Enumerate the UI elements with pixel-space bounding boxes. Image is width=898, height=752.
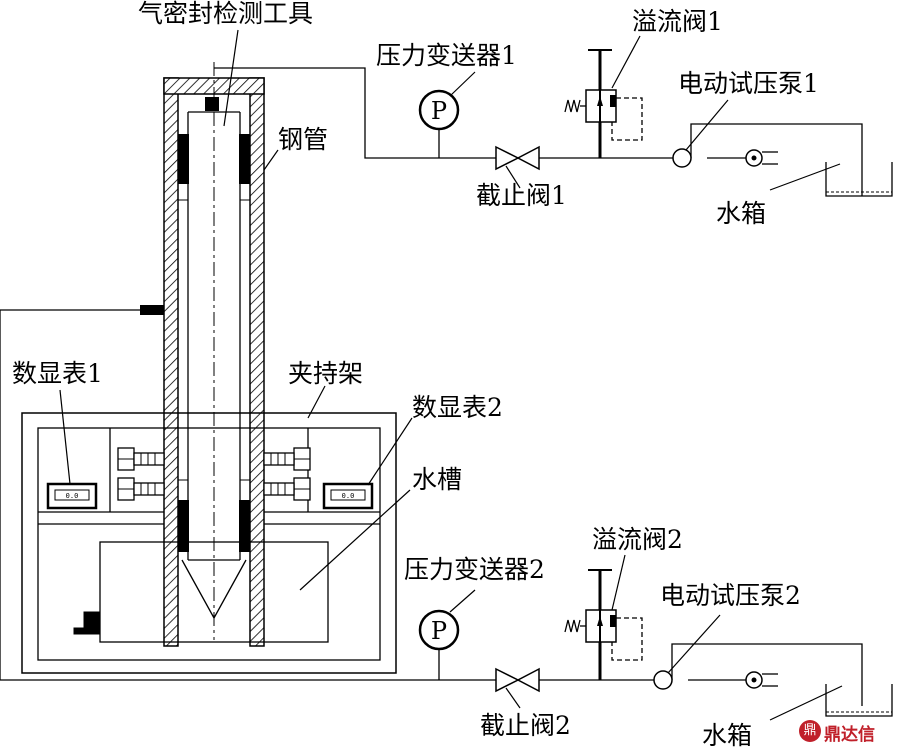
pipe-line-upper <box>214 49 863 196</box>
leader-lines <box>59 29 843 721</box>
gauge-1-symbol: P <box>431 97 447 125</box>
label-electric-pump-2: 电动试压泵2 <box>660 581 801 610</box>
watermark-text: 鼎达信 <box>824 725 875 745</box>
water-tank-1 <box>825 162 893 197</box>
electric-pump-2 <box>653 670 763 690</box>
label-digital-display-1: 数显表1 <box>12 359 103 388</box>
steel-pipe <box>163 77 265 647</box>
stop-valve-1 <box>495 145 540 171</box>
digital-display-2: 0.0 <box>322 482 374 510</box>
trough-box <box>73 541 329 643</box>
display-1-reading: 0.0 <box>66 492 79 500</box>
relief-valve-2 <box>564 609 643 661</box>
watermark-logo-glyph: 鼎 <box>803 723 817 738</box>
label-stop-valve-1: 截止阀1 <box>476 181 567 210</box>
label-clamp-frame: 夹持架 <box>288 359 364 388</box>
label-steel-pipe: 钢管 <box>278 125 329 154</box>
pressure-port-fitting <box>140 305 164 315</box>
digital-display-1: 0.0 <box>46 482 98 510</box>
label-relief-valve-2: 溢流阀2 <box>592 525 683 554</box>
label-pressure-transmitter-2: 压力变送器2 <box>404 555 545 584</box>
relief-valve-1 <box>564 89 643 141</box>
label-relief-valve-1: 溢流阀1 <box>632 7 723 36</box>
electric-pump-1 <box>672 148 763 168</box>
label-water-tank-1: 水箱 <box>716 199 767 228</box>
clamp-bolt <box>117 447 165 471</box>
water-tank-2 <box>825 684 893 717</box>
label-water-tank-2: 水箱 <box>702 721 753 750</box>
label-electric-pump-1: 电动试压泵1 <box>678 69 819 98</box>
pressure-gauge-2: P <box>418 609 460 651</box>
gauge-2-symbol: P <box>431 617 447 645</box>
display-2-reading: 0.0 <box>342 492 355 500</box>
seal-tool <box>178 62 250 640</box>
clamp-bolt <box>117 477 165 501</box>
clamp-bolt <box>263 447 311 471</box>
stop-valve-2 <box>495 667 540 693</box>
label-seal-tool: 气密封检测工具 <box>138 0 314 28</box>
label-digital-display-2: 数显表2 <box>412 393 503 422</box>
clamp-bolt <box>263 477 311 501</box>
label-stop-valve-2: 截止阀2 <box>480 711 571 740</box>
label-pressure-transmitter-1: 压力变送器1 <box>376 41 517 70</box>
pressure-gauge-1: P <box>418 89 460 131</box>
watermark-logo-icon: 鼎 <box>799 720 821 742</box>
label-water-trough: 水槽 <box>412 465 463 494</box>
